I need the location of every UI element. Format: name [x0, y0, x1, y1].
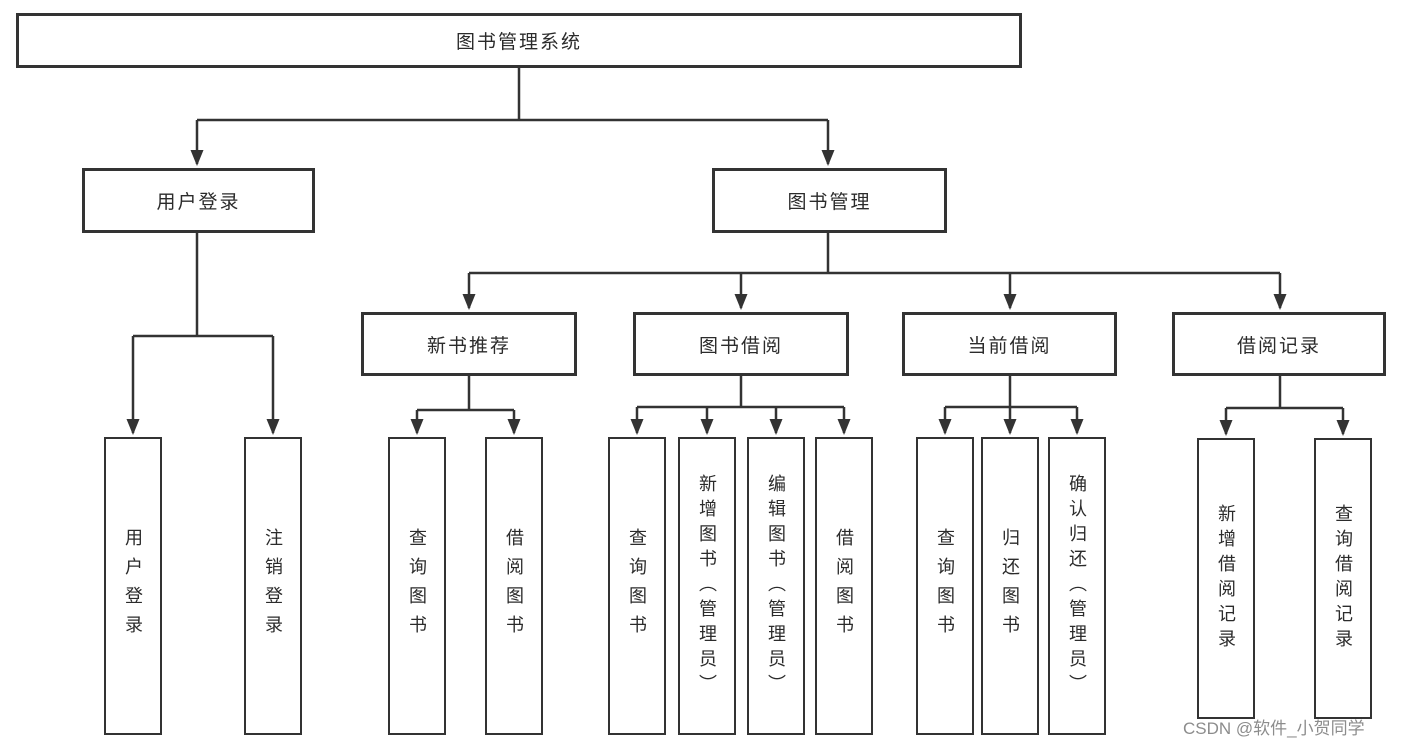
leaf-query-books-borrow: 查询图书: [608, 437, 666, 735]
node-book-borrowing: 图书借阅: [633, 312, 849, 376]
node-book-management: 图书管理: [712, 168, 947, 233]
leaf-add-books-admin: 新增图书（管理员）: [678, 437, 736, 735]
leaf-query-borrow-record: 查询借阅记录: [1314, 438, 1372, 719]
node-borrowing-records: 借阅记录: [1172, 312, 1386, 376]
watermark: CSDN @软件_小贺同学: [1183, 719, 1365, 738]
leaf-user-login: 用户登录: [104, 437, 162, 735]
node-new-book-recommendation: 新书推荐: [361, 312, 577, 376]
leaf-borrow-books-borrow: 借阅图书: [815, 437, 873, 735]
leaf-query-books-current: 查询图书: [916, 437, 974, 735]
leaf-edit-books-admin: 编辑图书（管理员）: [747, 437, 805, 735]
node-root: 图书管理系统: [16, 13, 1022, 68]
leaf-return-books: 归还图书: [981, 437, 1039, 735]
leaf-add-borrow-record: 新增借阅记录: [1197, 438, 1255, 719]
node-user-login: 用户登录: [82, 168, 315, 233]
leaf-logout: 注销登录: [244, 437, 302, 735]
leaf-confirm-return-admin: 确认归还（管理员）: [1048, 437, 1106, 735]
node-current-borrowing: 当前借阅: [902, 312, 1117, 376]
leaf-borrow-books-recommend: 借阅图书: [485, 437, 543, 735]
leaf-query-books-recommend: 查询图书: [388, 437, 446, 735]
